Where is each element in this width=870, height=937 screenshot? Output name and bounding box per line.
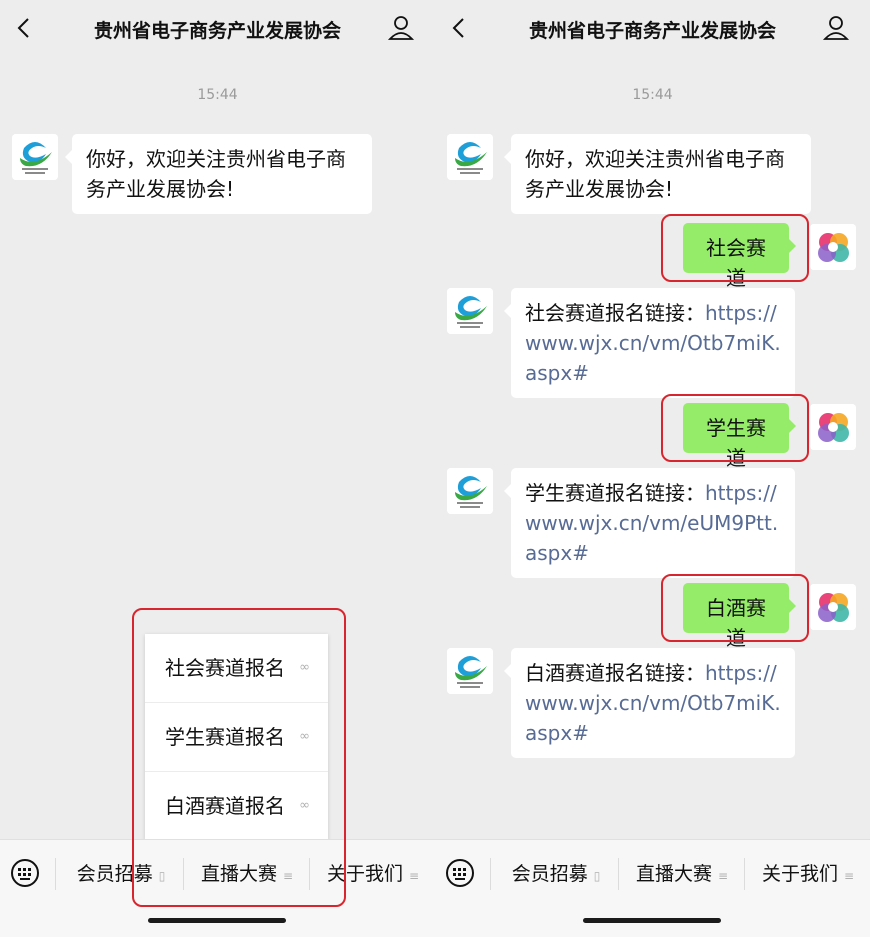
- org-logo-icon[interactable]: [447, 288, 493, 334]
- person-icon[interactable]: [387, 14, 415, 42]
- menu-item-member[interactable]: 会员招募 ▯: [62, 857, 180, 891]
- bottom-menu-bar: 会员招募 ▯ 直播大赛 ≡ 关于我们 ≡: [0, 839, 435, 937]
- menu-separator: [618, 858, 619, 890]
- message-time: 15:44: [197, 87, 238, 103]
- chevron-left-icon[interactable]: [12, 15, 38, 41]
- link-text[interactable]: www.wjx.cn/vm/Otb7miK.: [525, 691, 781, 715]
- message-text: 白酒赛道: [706, 596, 766, 650]
- list-icon: ≡: [282, 869, 294, 883]
- incoming-link-message: 社会赛道报名链接：https:// www.wjx.cn/vm/Otb7miK.…: [504, 288, 795, 398]
- message-text: 学生赛道报名链接：: [525, 481, 705, 505]
- link-text[interactable]: https://: [705, 481, 777, 505]
- welcome-message: 你好，欢迎关注贵州省电子商 务产业发展协会!: [65, 134, 372, 214]
- menu-item-live[interactable]: 直播大赛 ≡: [188, 857, 306, 891]
- incoming-link-message: 白酒赛道报名链接：https:// www.wjx.cn/vm/Otb7miK.…: [504, 648, 795, 758]
- submenu-item-social[interactable]: 社会赛道报名 ∞: [145, 634, 328, 703]
- menu-separator: [490, 858, 491, 890]
- outgoing-message: 学生赛道: [683, 403, 796, 470]
- menu-separator: [55, 858, 56, 890]
- list-icon: ≡: [717, 869, 729, 883]
- outgoing-message: 社会赛道: [683, 223, 796, 290]
- menu-item-label: 直播大赛: [635, 863, 712, 885]
- message-text: 学生赛道: [706, 416, 766, 470]
- submenu-item-label: 学生赛道报名: [165, 725, 285, 749]
- menu-item-label: 会员招募: [511, 863, 588, 885]
- welcome-line-2: 务产业发展协会!: [86, 177, 235, 201]
- menu-item-label: 关于我们: [326, 863, 403, 885]
- link-icon: ∞: [299, 798, 310, 813]
- org-logo-icon[interactable]: [447, 134, 493, 180]
- submenu-item-baijiu[interactable]: 白酒赛道报名 ∞: [145, 772, 328, 840]
- submenu-item-label: 白酒赛道报名: [165, 794, 285, 818]
- list-icon: ≡: [408, 869, 420, 883]
- menu-separator: [183, 858, 184, 890]
- link-text[interactable]: aspx#: [525, 541, 589, 565]
- menu-item-label: 会员招募: [76, 863, 153, 885]
- chevron-left-icon[interactable]: [447, 15, 473, 41]
- chat-screen-conversation: 贵州省电子商务产业发展协会 15:44 你好，欢迎关注贵州省电子商 务产业发展协…: [435, 0, 870, 937]
- flower-avatar-icon[interactable]: [810, 404, 856, 450]
- welcome-line-1: 你好，欢迎关注贵州省电子商: [525, 147, 785, 171]
- message-time: 15:44: [632, 87, 673, 103]
- menu-item-label: 关于我们: [761, 863, 838, 885]
- link-text[interactable]: aspx#: [525, 361, 589, 385]
- org-logo-icon[interactable]: [447, 468, 493, 514]
- menu-item-live[interactable]: 直播大赛 ≡: [623, 857, 741, 891]
- flower-avatar-icon[interactable]: [810, 584, 856, 630]
- doc-icon: ▯: [158, 869, 166, 883]
- message-text: 社会赛道: [706, 236, 766, 290]
- link-icon: ∞: [299, 729, 310, 744]
- submenu-item-student[interactable]: 学生赛道报名 ∞: [145, 703, 328, 772]
- link-text[interactable]: aspx#: [525, 721, 589, 745]
- menu-item-about[interactable]: 关于我们 ≡: [314, 857, 432, 891]
- chat-title: 贵州省电子商务产业发展协会: [528, 20, 776, 42]
- bottom-menu-bar: 会员招募 ▯ 直播大赛 ≡ 关于我们 ≡: [435, 839, 870, 937]
- welcome-line-1: 你好，欢迎关注贵州省电子商: [86, 147, 346, 171]
- keyboard-icon[interactable]: [445, 858, 475, 888]
- link-text[interactable]: https://: [705, 661, 777, 685]
- message-text: 社会赛道报名链接：: [525, 301, 705, 325]
- doc-icon: ▯: [593, 869, 601, 883]
- menu-item-label: 直播大赛: [200, 863, 277, 885]
- flower-avatar-icon[interactable]: [810, 224, 856, 270]
- welcome-message: 你好，欢迎关注贵州省电子商 务产业发展协会!: [504, 134, 811, 214]
- chat-screen-menu-open: 贵州省电子商务产业发展协会 15:44 你好，欢迎关注贵州省电子商 务产业发展协…: [0, 0, 435, 937]
- link-text[interactable]: www.wjx.cn/vm/Otb7miK.: [525, 331, 781, 355]
- chat-header: 贵州省电子商务产业发展协会: [0, 0, 435, 58]
- submenu-item-label: 社会赛道报名: [165, 656, 285, 680]
- menu-item-about[interactable]: 关于我们 ≡: [749, 857, 867, 891]
- link-icon: ∞: [299, 660, 310, 675]
- link-text[interactable]: www.wjx.cn/vm/eUM9Ptt.: [525, 511, 779, 535]
- submenu-popup: 社会赛道报名 ∞ 学生赛道报名 ∞ 白酒赛道报名 ∞: [145, 634, 328, 840]
- org-logo-icon[interactable]: [12, 134, 58, 180]
- welcome-line-2: 务产业发展协会!: [525, 177, 674, 201]
- org-logo-icon[interactable]: [447, 648, 493, 694]
- menu-item-member[interactable]: 会员招募 ▯: [497, 857, 615, 891]
- chat-header: 贵州省电子商务产业发展协会: [435, 0, 870, 58]
- home-indicator: [148, 918, 286, 923]
- outgoing-message: 白酒赛道: [683, 583, 796, 650]
- link-text[interactable]: https://: [705, 301, 777, 325]
- home-indicator: [583, 918, 721, 923]
- menu-separator: [309, 858, 310, 890]
- message-text: 白酒赛道报名链接：: [525, 661, 705, 685]
- menu-separator: [744, 858, 745, 890]
- keyboard-icon[interactable]: [10, 858, 40, 888]
- chat-title: 贵州省电子商务产业发展协会: [93, 20, 341, 42]
- list-icon: ≡: [843, 869, 855, 883]
- incoming-link-message: 学生赛道报名链接：https:// www.wjx.cn/vm/eUM9Ptt.…: [504, 468, 795, 578]
- person-icon[interactable]: [822, 14, 850, 42]
